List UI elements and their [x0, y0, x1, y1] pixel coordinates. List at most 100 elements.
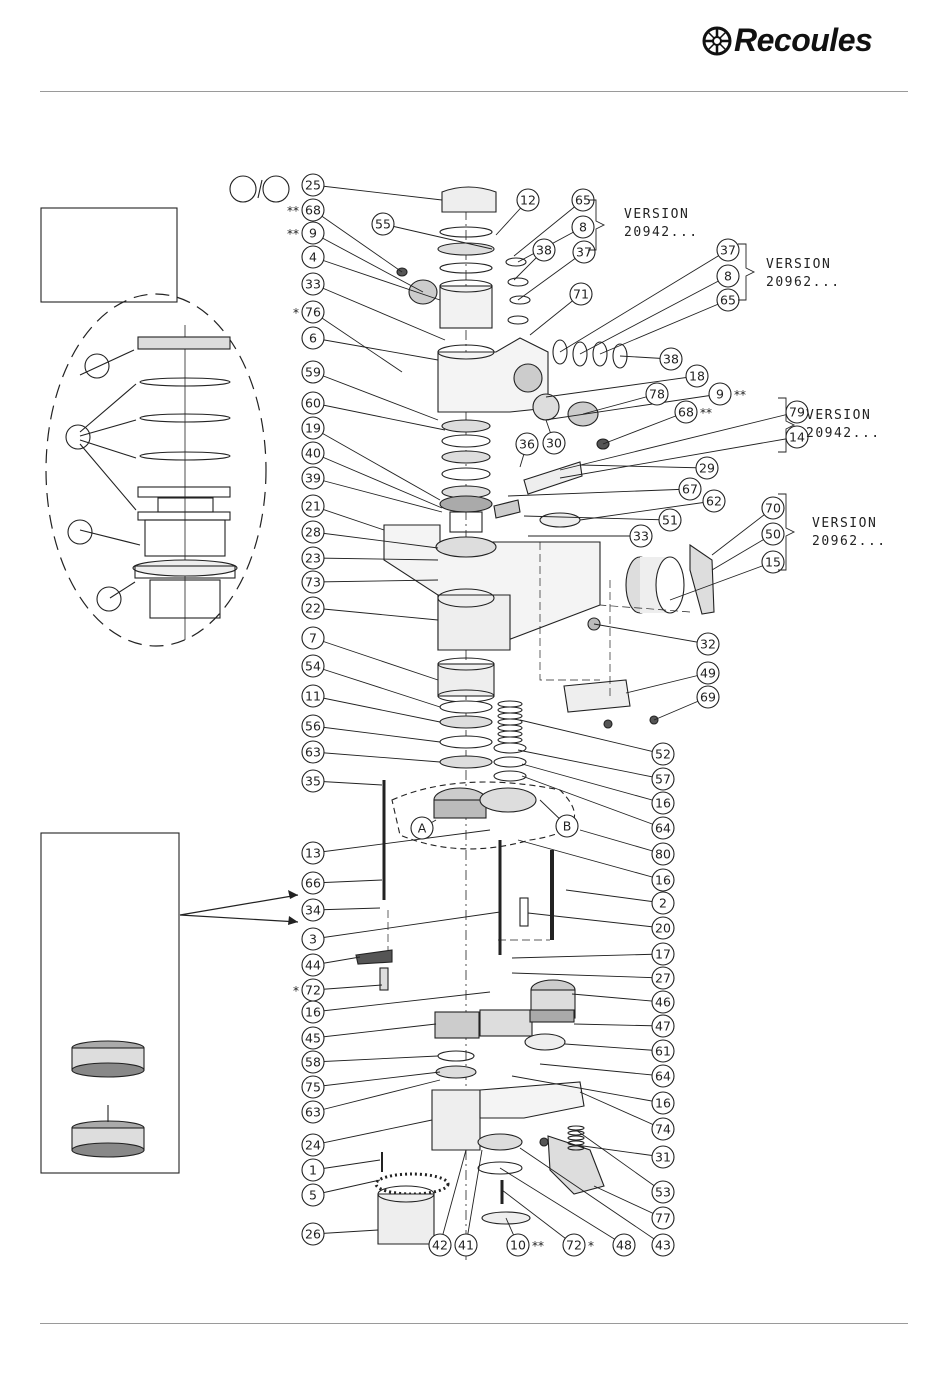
callout-78: 78 [645, 382, 669, 406]
callout-text: 33 [633, 529, 649, 544]
version-note: VERSION 20962... [738, 243, 841, 301]
callout-19: 19 [301, 416, 325, 440]
callout-text: 78 [649, 387, 665, 402]
leader-line [312, 751, 441, 763]
version-note: VERSION20942... [778, 397, 879, 453]
callout-text: 40 [305, 446, 321, 461]
callout-asterisks: ** [287, 204, 299, 218]
callout-text: 17 [655, 947, 671, 962]
leader-line [312, 1055, 439, 1063]
callout-text: 76 [305, 305, 321, 320]
callout-b: B [555, 814, 579, 838]
leader-line [312, 557, 439, 561]
callout-text: 32 [700, 637, 716, 652]
callout-text: 8 [579, 220, 587, 235]
callout-text: 37 [576, 245, 592, 260]
callout-text: 34 [305, 903, 321, 918]
leader-line [312, 402, 446, 431]
recoules-logo-icon [702, 26, 732, 55]
version-code: 20962... [766, 275, 841, 290]
callout-text: 75 [305, 1080, 321, 1095]
leader-line [312, 1071, 441, 1088]
callout-64: 64 [651, 816, 675, 840]
callout-asterisks: ** [734, 388, 746, 402]
leader-line [582, 393, 658, 415]
leader-line [523, 515, 671, 521]
callout-72: 72* [562, 1233, 594, 1257]
callout-24: 24 [301, 1133, 325, 1157]
leader-line [312, 184, 443, 201]
callout-text: 58 [305, 1055, 321, 1070]
callout-30: 30 [542, 431, 566, 455]
callout-text: 70 [765, 501, 781, 516]
leader-line [312, 607, 439, 621]
callout-41: 41 [454, 1233, 478, 1257]
leader-line [312, 911, 501, 940]
leader-line [511, 1075, 664, 1104]
leader-line [312, 829, 491, 854]
callout-text: 4 [309, 250, 317, 265]
callout-text: 15 [765, 555, 781, 570]
callout-25: 25 [301, 173, 325, 197]
callout-text: 18 [689, 369, 705, 384]
leader-line [519, 719, 664, 755]
leader-line [517, 839, 664, 881]
callout-text: B [563, 819, 572, 834]
leader-line [564, 1043, 664, 1052]
callout-77: 77 [651, 1206, 675, 1230]
callout-47: 47 [651, 1014, 675, 1038]
callout-text: 64 [655, 1069, 671, 1084]
callout-38: 38 [659, 347, 683, 371]
leader-line [312, 371, 439, 421]
leader-line [312, 991, 491, 1013]
version-code: 20942... [624, 225, 699, 240]
callout-26: 26 [301, 1222, 325, 1246]
leader-line [521, 775, 664, 829]
version-title: VERSION [766, 257, 831, 272]
leader-line [513, 199, 584, 257]
callout-text: 6 [309, 331, 317, 346]
callout-text: 19 [305, 421, 321, 436]
callout-35: 35 [301, 769, 325, 793]
leader-line [544, 393, 721, 421]
callout-text: 69 [700, 690, 716, 705]
callout-38: 38 [532, 238, 556, 262]
leader-line [559, 436, 798, 479]
callout-34: 34 [301, 898, 325, 922]
leader-line [579, 464, 708, 469]
callout-text: 55 [375, 217, 391, 232]
leader-line [312, 505, 385, 531]
callout-67: 67 [678, 477, 702, 501]
callout-text: 42 [432, 1238, 448, 1253]
leader-line [711, 507, 774, 556]
callout-39: 39 [301, 466, 325, 490]
leader-line [511, 953, 664, 959]
callout-28: 28 [301, 520, 325, 544]
callout-33: 33 [301, 272, 325, 296]
callout-13: 13 [301, 841, 325, 865]
callout-63: 63 [301, 1100, 325, 1124]
callout-36: 36 [515, 432, 539, 456]
callout-text: 33 [305, 277, 321, 292]
callout-18: 18 [685, 364, 709, 388]
leader-line [382, 223, 493, 250]
callout-text: 10 [510, 1238, 526, 1253]
callout-text: 7 [309, 631, 317, 646]
callout-3: 3 [301, 927, 325, 951]
callout-65: 65 [571, 188, 595, 212]
leader-line [519, 1147, 664, 1246]
callout-text: 16 [305, 1005, 321, 1020]
callout-22: 22 [301, 596, 325, 620]
callout-37: 37 [572, 240, 596, 264]
callout-58: 58 [301, 1050, 325, 1074]
callout-66: 66 [301, 871, 325, 895]
leader-line [312, 311, 403, 373]
callout-49: 49 [696, 661, 720, 685]
callout-55: 55 [371, 212, 395, 236]
callout-31: 31 [651, 1145, 675, 1169]
callout-text: 12 [520, 193, 536, 208]
callout-46: 46 [651, 990, 675, 1014]
callout-75: 75 [301, 1075, 325, 1099]
callout-text: 30 [546, 436, 562, 451]
callout-text: 44 [305, 958, 321, 973]
